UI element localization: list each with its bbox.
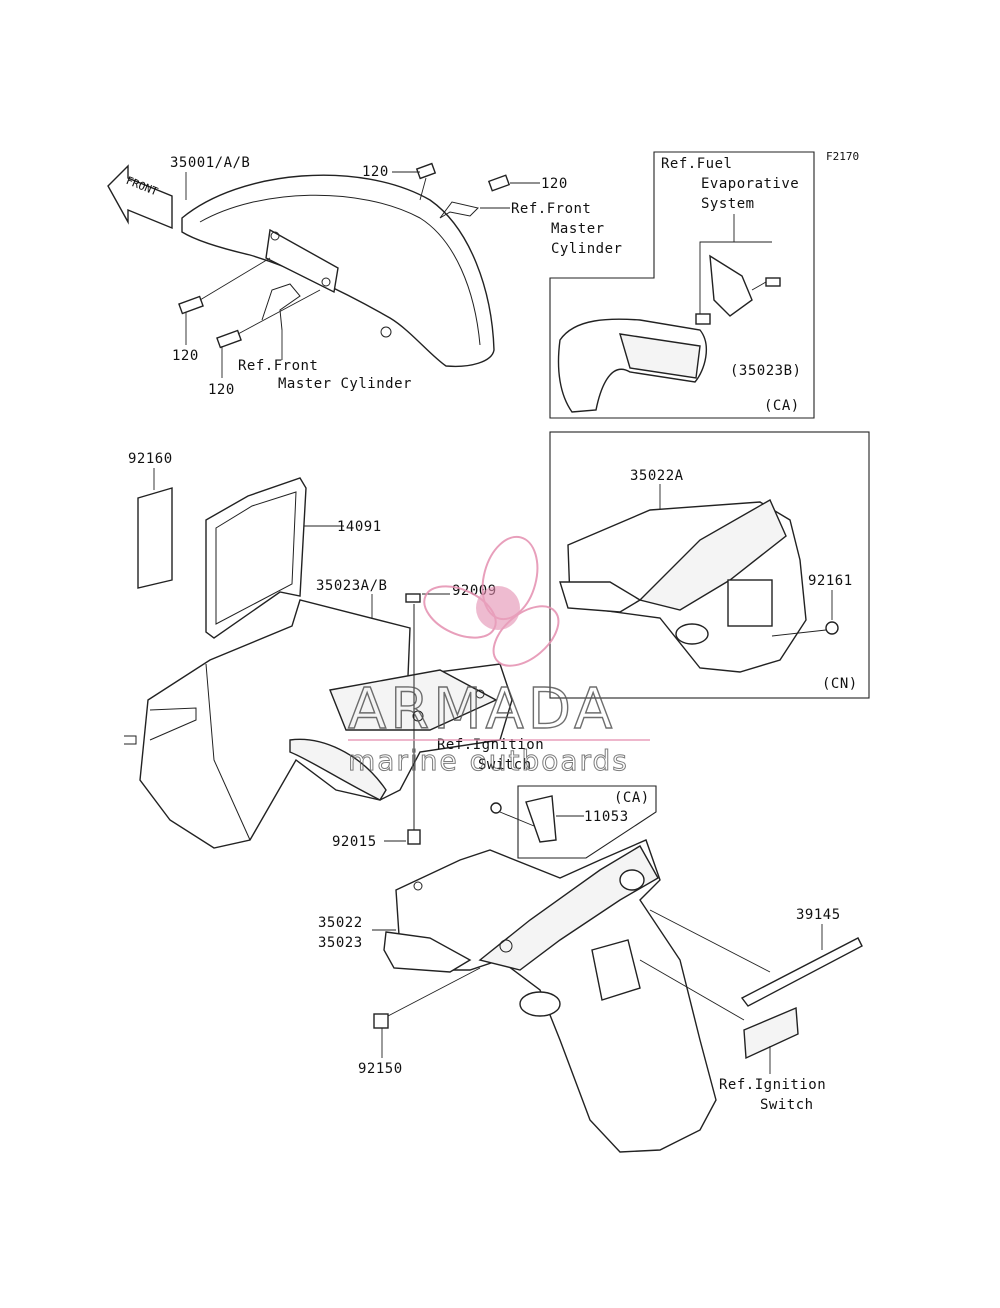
- label-cn: (CN): [822, 676, 858, 692]
- hose-clamp-top: [439, 201, 510, 219]
- label-120-left: 120: [172, 348, 199, 364]
- label-35022: 35022: [318, 915, 363, 931]
- label-ref-fmc-top-3: Cylinder: [551, 241, 622, 257]
- label-ref-ign-low-1: Ref.Ignition: [719, 1077, 826, 1093]
- label-14091: 14091: [337, 519, 382, 535]
- watermark: ARMADA marine outboards: [347, 535, 650, 778]
- propeller-logo-icon: [423, 535, 560, 667]
- label-120-lower: 120: [208, 382, 235, 398]
- cover-14091: 14091: [205, 477, 382, 639]
- label-92160: 92160: [128, 451, 173, 467]
- watermark-tagline: marine outboards: [348, 744, 629, 777]
- label-35023AB: 35023A/B: [316, 578, 387, 594]
- bracket-11053-ca: (CA) 11053: [490, 785, 657, 859]
- strip-39145: 39145: [649, 907, 863, 1007]
- bolt-120-left: [178, 257, 271, 345]
- label-35023B: (35023B): [730, 363, 801, 379]
- bolt-120-right: [487, 174, 540, 192]
- bolt-92150: 92150: [358, 967, 481, 1077]
- watermark-brand: ARMADA: [348, 677, 616, 742]
- front-arrow: FRONT: [107, 164, 173, 230]
- label-ref-ign-mid-2: Switch: [478, 757, 532, 773]
- label-ref-ign-low-2: Switch: [760, 1097, 814, 1113]
- diagram-code: F2170: [826, 150, 859, 163]
- inner-fender-35023AB: 35023A/B: [124, 578, 513, 849]
- front-fender: [181, 174, 495, 368]
- inset-cn: 35022A 92161 (CN): [549, 431, 870, 699]
- label-39145: 39145: [796, 907, 841, 923]
- label-ca-top: (CA): [764, 398, 800, 414]
- pad-92160: 92160: [128, 451, 173, 589]
- label-120-top: 120: [362, 164, 389, 180]
- bolt-120-top: [392, 162, 437, 201]
- bolt-120-lower: [216, 289, 321, 378]
- inset-ca-fuel: Ref.Fuel Evaporative System (35023B) (CA…: [549, 151, 815, 419]
- label-ref-fuel-3: System: [701, 196, 755, 212]
- label-92150: 92150: [358, 1061, 403, 1077]
- label-ref-fmc-top-1: Ref.Front: [511, 201, 591, 217]
- label-ref-fmc-low-2: Master Cylinder: [278, 376, 412, 392]
- label-ref-fmc-top-2: Master: [551, 221, 605, 237]
- label-ref-fuel-2: Evaporative: [701, 176, 799, 192]
- ignition-cover: Ref.Ignition Switch: [639, 959, 826, 1113]
- label-92161: 92161: [808, 573, 853, 589]
- label-ref-fuel-1: Ref.Fuel: [661, 156, 732, 172]
- label-ref-fmc-low-1: Ref.Front: [238, 358, 318, 374]
- hose-clamp-lower: [261, 283, 301, 360]
- label-92015: 92015: [332, 834, 377, 850]
- label-35022A: 35022A: [630, 468, 684, 484]
- rear-fender-35022: 35022 35023: [318, 839, 717, 1153]
- label-120-right: 120: [541, 176, 568, 192]
- label-35023: 35023: [318, 935, 363, 951]
- grommet-92015: 92015: [332, 829, 421, 850]
- label-ref-ign-mid-1: Ref.Ignition: [437, 737, 544, 753]
- label-ca-mid: (CA): [614, 790, 650, 806]
- label-35001: 35001/A/B: [170, 155, 250, 171]
- label-11053: 11053: [584, 809, 629, 825]
